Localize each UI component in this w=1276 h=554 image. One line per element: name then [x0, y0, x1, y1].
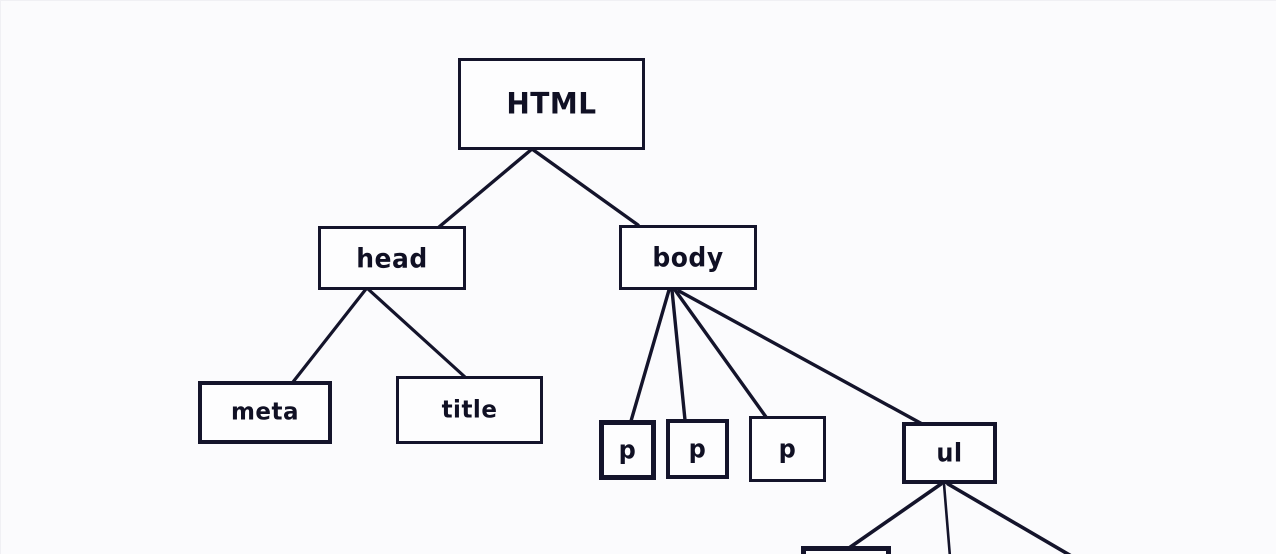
node-label-head: head — [356, 242, 428, 274]
edge-html-to-head — [437, 147, 534, 229]
node-label-title: title — [441, 395, 498, 424]
edge-body-to-p1 — [629, 288, 671, 423]
edge-body-to-ul — [677, 289, 926, 427]
node-html[interactable]: HTML — [458, 58, 645, 150]
edge-ul-to-li3 — [946, 482, 1072, 554]
node-label-meta: meta — [230, 398, 300, 426]
edge-ul-to-li1 — [847, 482, 943, 550]
node-body[interactable]: body — [619, 225, 757, 290]
node-p3[interactable]: p — [749, 416, 826, 482]
node-p1[interactable]: p — [599, 420, 656, 480]
node-label-html: HTML — [506, 85, 597, 121]
edge-ul-to-li2 — [942, 482, 952, 554]
node-meta[interactable]: meta — [198, 381, 332, 444]
node-label-ul: ul — [936, 438, 963, 468]
node-label-p3: p — [778, 434, 797, 464]
edge-head-to-title — [366, 287, 467, 379]
node-label-p2: p — [688, 434, 707, 464]
node-ul[interactable]: ul — [902, 422, 997, 484]
edge-html-to-body — [530, 147, 640, 227]
edge-body-to-p2 — [670, 288, 687, 422]
node-title[interactable]: title — [396, 376, 543, 444]
edge-head-to-meta — [291, 287, 368, 384]
node-label-body: body — [652, 242, 724, 273]
edge-body-to-p3 — [673, 288, 768, 419]
node-li1[interactable] — [801, 546, 891, 554]
node-p2[interactable]: p — [666, 419, 729, 479]
node-head[interactable]: head — [318, 226, 466, 290]
node-label-p1: p — [618, 435, 637, 465]
